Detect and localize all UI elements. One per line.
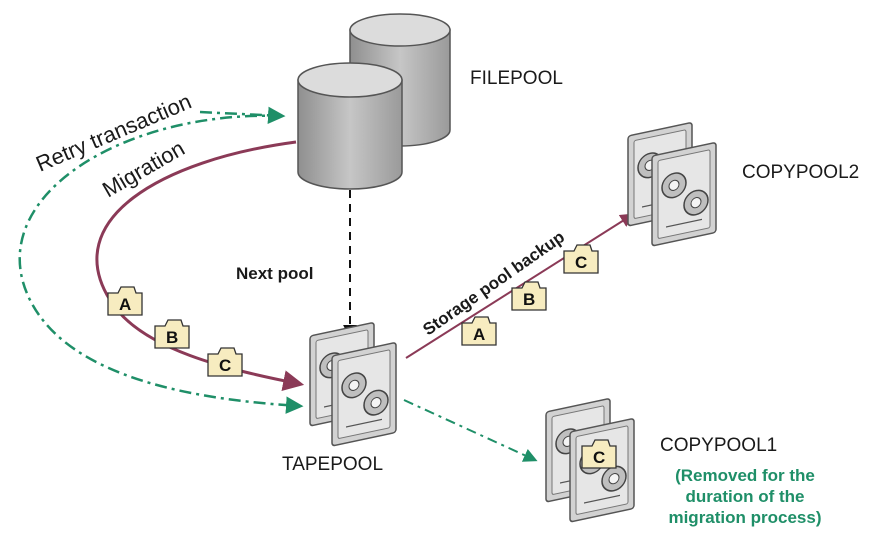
copypool2-cartridge-front	[651, 141, 717, 247]
migration-file-b: B	[154, 319, 190, 349]
migration-file-a: A	[107, 286, 143, 316]
backup-file-a: A	[461, 316, 497, 346]
copypool1-file-c: C	[581, 439, 617, 469]
svg-text:C: C	[219, 356, 231, 375]
backup-file-b: B	[511, 281, 547, 311]
tapepool-label: TAPEPOOL	[282, 454, 383, 475]
copypool1-arrow	[403, 399, 538, 462]
next-pool-label: Next pool	[236, 264, 313, 283]
backup-file-c: C	[563, 244, 599, 274]
copypool1-cartridge-front	[569, 417, 635, 523]
copypool1-label: COPYPOOL1	[660, 435, 777, 456]
svg-text:A: A	[119, 295, 131, 314]
svg-text:B: B	[523, 290, 535, 309]
retry-transaction-arrow	[18, 114, 304, 414]
copypool1-note-line1: (Removed for the	[675, 466, 815, 485]
copypool2-label: COPYPOOL2	[742, 162, 859, 183]
svg-text:C: C	[575, 253, 587, 272]
storage-pool-backup-arrow	[405, 213, 635, 359]
copypool1-note-line3: migration process)	[668, 508, 821, 527]
retry-transaction-arrowhead	[199, 106, 286, 125]
svg-text:C: C	[593, 448, 605, 467]
tapepool-cartridge-front	[331, 341, 397, 447]
copypool1-note-line2: duration of the	[686, 487, 805, 506]
filepool-label: FILEPOOL	[470, 68, 563, 89]
svg-text:B: B	[166, 328, 178, 347]
filepool-disk-front	[297, 62, 403, 190]
svg-text:A: A	[473, 325, 485, 344]
migration-file-c: C	[207, 347, 243, 377]
